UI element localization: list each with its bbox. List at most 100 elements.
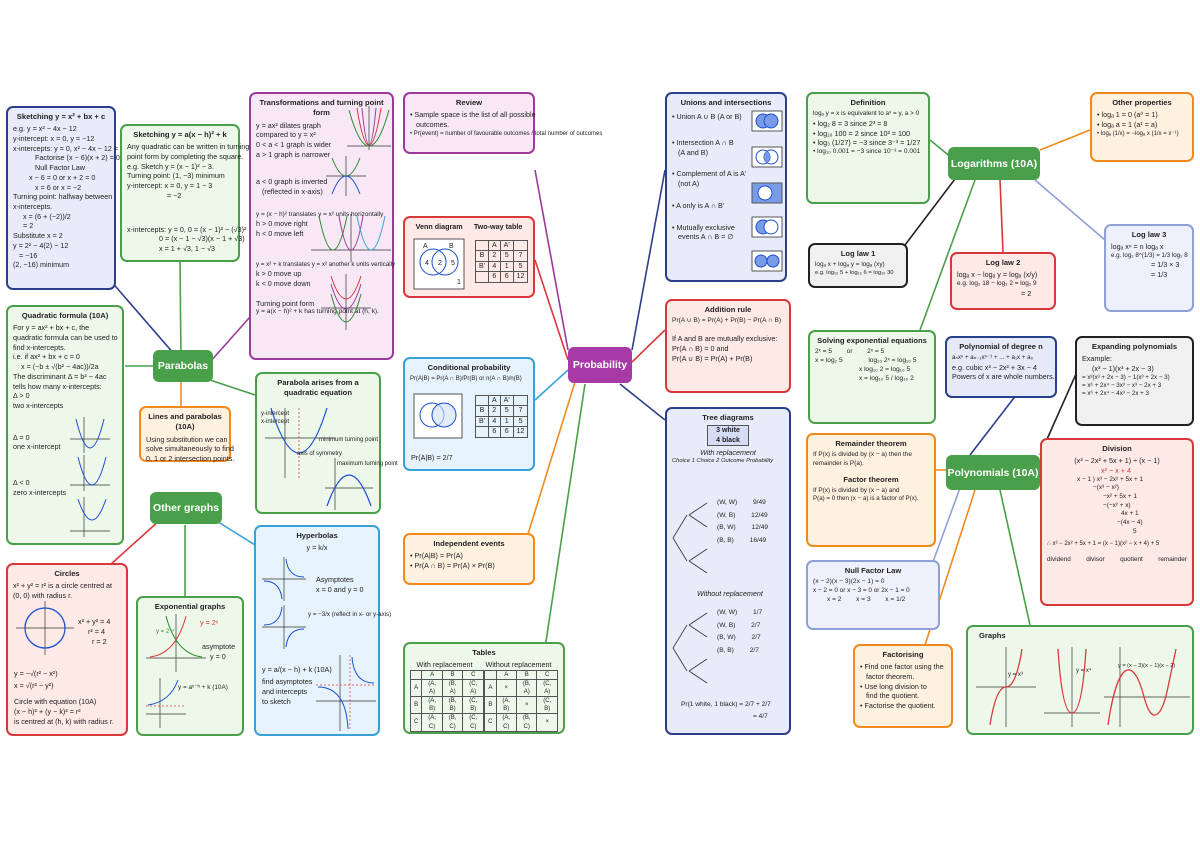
hyperbola-graph-1 — [262, 557, 306, 601]
addition-rule-title: Addition rule — [704, 305, 752, 314]
expanding-polynomials-title: Expanding polynomials — [1091, 342, 1178, 351]
otherprops-line: • logₐ a = 1 (a¹ = a) — [1097, 119, 1158, 129]
circles-line: y = −√(r² − x²) — [14, 669, 58, 678]
union-venn-icon — [751, 110, 783, 132]
hyper-line: Asymptotes — [316, 575, 354, 584]
lines-parabolas-title: Lines and parabolas (10A) — [148, 412, 222, 432]
division-label-divisor: divisor — [1086, 556, 1105, 564]
tables-box: Tables With replacement Without replacem… — [403, 642, 565, 734]
division-line: ∴ x³ − 2x² + 5x + 1 = (x − 1)(x² − x + 4… — [1047, 541, 1160, 548]
hub-polynomials[interactable]: Polynomials (10A) — [946, 455, 1040, 490]
sketch2-line: y-intercept: x = 0, y = 1 − 3 — [127, 181, 213, 191]
hyper-line: to sketch — [262, 697, 291, 706]
hub-other-graphs[interactable]: Other graphs — [150, 492, 222, 524]
nullfactor-line: x − 2 = 0 or x − 3 = 0 or 2x − 1 = 0 — [813, 587, 910, 595]
tree-without-branches — [672, 612, 708, 684]
conditional-formula: Pr(A|B) = Pr(A ∩ B)/Pr(B) or n(A ∩ B)/n(… — [410, 376, 522, 383]
sketching-turning-point-title: Sketching y = a(x − h)² + k — [133, 130, 227, 139]
dilation-graph — [347, 106, 391, 150]
hub-probability[interactable]: Probability — [568, 347, 632, 383]
quadformula-line: one x-intercept — [13, 442, 61, 452]
division-line: (x³ − 2x² + 5x + 1) ÷ (x − 1) — [1074, 456, 1160, 466]
definition-line: • log₂ 8 = 3 since 2³ = 8 — [813, 118, 888, 128]
mutually-exclusive-venn-icon — [751, 250, 783, 272]
linespara-line: solve simultaneously to find — [146, 444, 234, 454]
tree-final: = 4/7 — [753, 713, 768, 720]
quartic-label: y = x⁴ — [1076, 668, 1092, 674]
circles-line: x² + y² = r² is a circle centred at — [13, 581, 113, 591]
circles-title: Circles — [54, 569, 80, 578]
review-box: Review • Sample space is the list of all… — [403, 92, 603, 154]
tree-badge-white: 3 white — [716, 427, 740, 435]
sketch2-line: e.g. Sketch y = (x − 1)² − 3. — [127, 161, 214, 171]
unions-intersections-box: Unions and intersections • Union A ∪ B (… — [665, 92, 787, 282]
conditional-result: Pr(A|B) = 2/7 — [411, 453, 453, 462]
expanding-line: Example: — [1082, 354, 1112, 364]
with-replacement-label: With replacement — [416, 660, 473, 670]
hyper-line: y = −3/x (reflect in x- or y-axis) — [308, 611, 392, 618]
conditional-probability-title: Conditional probability — [427, 363, 511, 372]
venn-value: 4 — [425, 260, 429, 267]
quadformula-line: quadratic formula can be used to — [13, 332, 118, 342]
cubic-label: y = x³ — [1008, 672, 1023, 678]
hub-parabolas[interactable]: Parabolas — [153, 350, 213, 382]
conditional-venn — [413, 393, 463, 439]
factorising-box: Factorising • Find one factor using the … — [853, 644, 953, 728]
exponential-graphs-box: Exponential graphs y = 2ˣ y = 2⁻ˣ asympt… — [136, 596, 244, 736]
division-line: −(4x − 4) — [1117, 518, 1143, 526]
division-line: −x² + 5x + 1 — [1103, 492, 1137, 500]
sketch1-line: (2, −16) minimum — [13, 260, 70, 270]
unions-line: (not A) — [678, 179, 700, 189]
solving-exponential-box: Solving exponential equations 2ˣ = 5 or … — [808, 330, 936, 424]
sketch2-line: Any quadratic can be written in turning — [127, 142, 250, 152]
tree-badge-black: 4 black — [716, 436, 740, 444]
tree-columns: Choice 1 Choice 2 Outcome Probability — [672, 457, 774, 464]
log-law-1-title: Log law 1 — [840, 249, 876, 258]
factored-cubic-graph — [1104, 647, 1190, 727]
parabola-features-graph — [265, 407, 373, 510]
circles-box: Circles x² + y² = r² is a circle centred… — [6, 563, 128, 736]
complement-venn-icon — [751, 182, 783, 204]
review-line: • Pr(event) = number of favourable outco… — [410, 130, 603, 137]
expo-label: y = 2⁻ˣ — [156, 629, 175, 635]
hyper-line: find asymptotes — [262, 677, 313, 686]
pquad-label: x-intercept — [261, 419, 290, 425]
review-title: Review — [455, 98, 483, 107]
venn-twoway-box: Venn diagram Two-way table A B 4 2 5 1 A… — [403, 216, 535, 298]
factorising-line: • Factorise the quotient. — [860, 701, 936, 711]
circles-line: (x − h)² + (y − k)² = r² — [14, 707, 81, 716]
horizontal-translation-graph — [311, 214, 391, 262]
loglaw3-line: e.g. log₂ 8^(1/3) = 1/3 log₂ 8 — [1111, 251, 1188, 259]
hyper-line: x = 0 and y = 0 — [316, 585, 364, 594]
exponential-graph-2 — [146, 678, 186, 728]
unions-intersections-title: Unions and intersections — [680, 98, 772, 107]
addition-rule-box: Addition rule Pr(A ∪ B) = Pr(A) + Pr(B) … — [665, 299, 791, 393]
transform-line: y = a(x − h)² + k has turning point at (… — [256, 308, 379, 316]
division-line: x² − x + 4 — [1101, 465, 1131, 475]
sketch1-line: Factorise (x − 6)(x + 2) = 0 — [35, 153, 120, 163]
sketch1-line: = −16 — [19, 250, 38, 260]
cubic-graph — [976, 647, 1036, 727]
sketch1-line: x-intercepts: y = 0, x² − 4x − 12 = 0 — [13, 143, 125, 153]
indep-line: • Pr(A ∩ B) = Pr(A) × Pr(B) — [410, 560, 495, 570]
circles-line: r² = 4 — [88, 627, 105, 636]
graphs-title: Graphs — [979, 631, 1006, 640]
graphs-box: Graphs y = x³ y = x⁴ y = (x − 3)(x − 1)(… — [966, 625, 1194, 735]
circles-line: (0, 0) with radius r. — [13, 590, 73, 600]
addition-line: Pr(A ∪ B) = Pr(A) + Pr(B) — [672, 353, 753, 363]
hyper-line: and intercepts — [262, 687, 308, 696]
log-law-3-box: Log law 3 logₐ xⁿ = n logₐ x e.g. log₂ 8… — [1104, 224, 1194, 312]
reflection-graph — [326, 156, 366, 196]
hub-logarithms[interactable]: Logarithms (10A) — [948, 147, 1040, 180]
quadformula-line: x = (−b ± √(b² − 4ac))/2a — [21, 362, 99, 372]
pquad-label: axis of symmetry — [297, 451, 343, 457]
remainder-line: remainder is P(a). — [813, 459, 864, 467]
circles-line: is centred at (h, k) with radius r. — [14, 717, 114, 726]
division-line: x − 1 ) x³ − 2x² + 5x + 1 — [1077, 475, 1144, 483]
review-line: outcomes. — [416, 119, 450, 129]
transform-line: k > 0 move up — [256, 269, 302, 279]
vertical-translation-graph — [321, 274, 371, 330]
sketch2-line: point form by completing the square. — [127, 151, 244, 161]
